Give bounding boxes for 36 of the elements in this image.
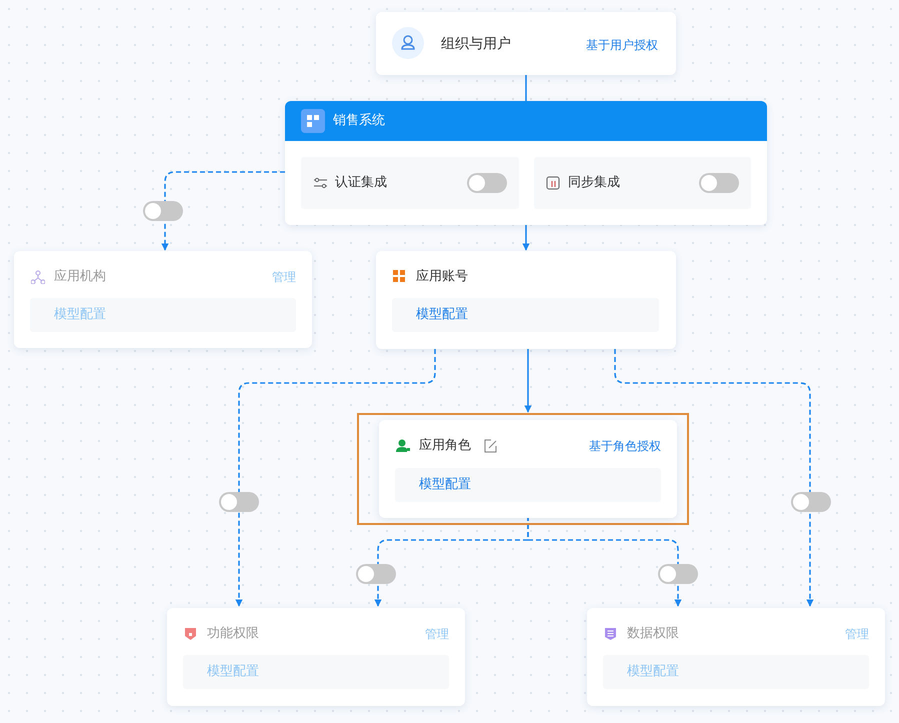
card-title: 应用角色 <box>419 438 471 454</box>
card-title: 应用账号 <box>416 269 468 285</box>
link-text: 模型配置 <box>54 307 106 323</box>
dashed-arrow <box>161 171 285 251</box>
card-title: 组织与用户 <box>441 36 511 52</box>
card-title: 功能权限 <box>207 626 259 642</box>
card-title: 销售系统 <box>333 113 385 129</box>
integration-panel <box>301 157 519 209</box>
link-text: 管理 <box>272 269 296 285</box>
entity-card <box>167 608 465 706</box>
link-text: 模型配置 <box>207 664 259 680</box>
entity-card <box>587 608 885 706</box>
link-text: 基于角色授权 <box>589 438 661 454</box>
connector-line <box>525 75 527 101</box>
selection-frame <box>357 413 689 525</box>
arrow <box>524 349 532 413</box>
dashed-arrow <box>527 516 682 607</box>
integration-panel <box>534 157 751 209</box>
link-text: 管理 <box>425 626 449 642</box>
arrow <box>522 225 530 251</box>
link-text: 模型配置 <box>627 664 679 680</box>
card-title: 应用机构 <box>54 269 106 285</box>
entity-card <box>14 251 312 348</box>
link-text: 模型配置 <box>419 477 471 493</box>
link-text: 管理 <box>845 626 869 642</box>
panel-label: 同步集成 <box>568 175 620 191</box>
entity-card <box>376 251 676 349</box>
entity-card <box>379 420 677 518</box>
system-card <box>285 101 767 225</box>
entity-card <box>376 12 676 75</box>
link-text: 基于用户授权 <box>586 37 658 53</box>
dashed-arrow <box>235 349 436 607</box>
link-text: 模型配置 <box>416 307 468 323</box>
dashed-arrow <box>614 349 814 607</box>
card-title: 数据权限 <box>627 626 679 642</box>
panel-label: 认证集成 <box>335 175 387 191</box>
